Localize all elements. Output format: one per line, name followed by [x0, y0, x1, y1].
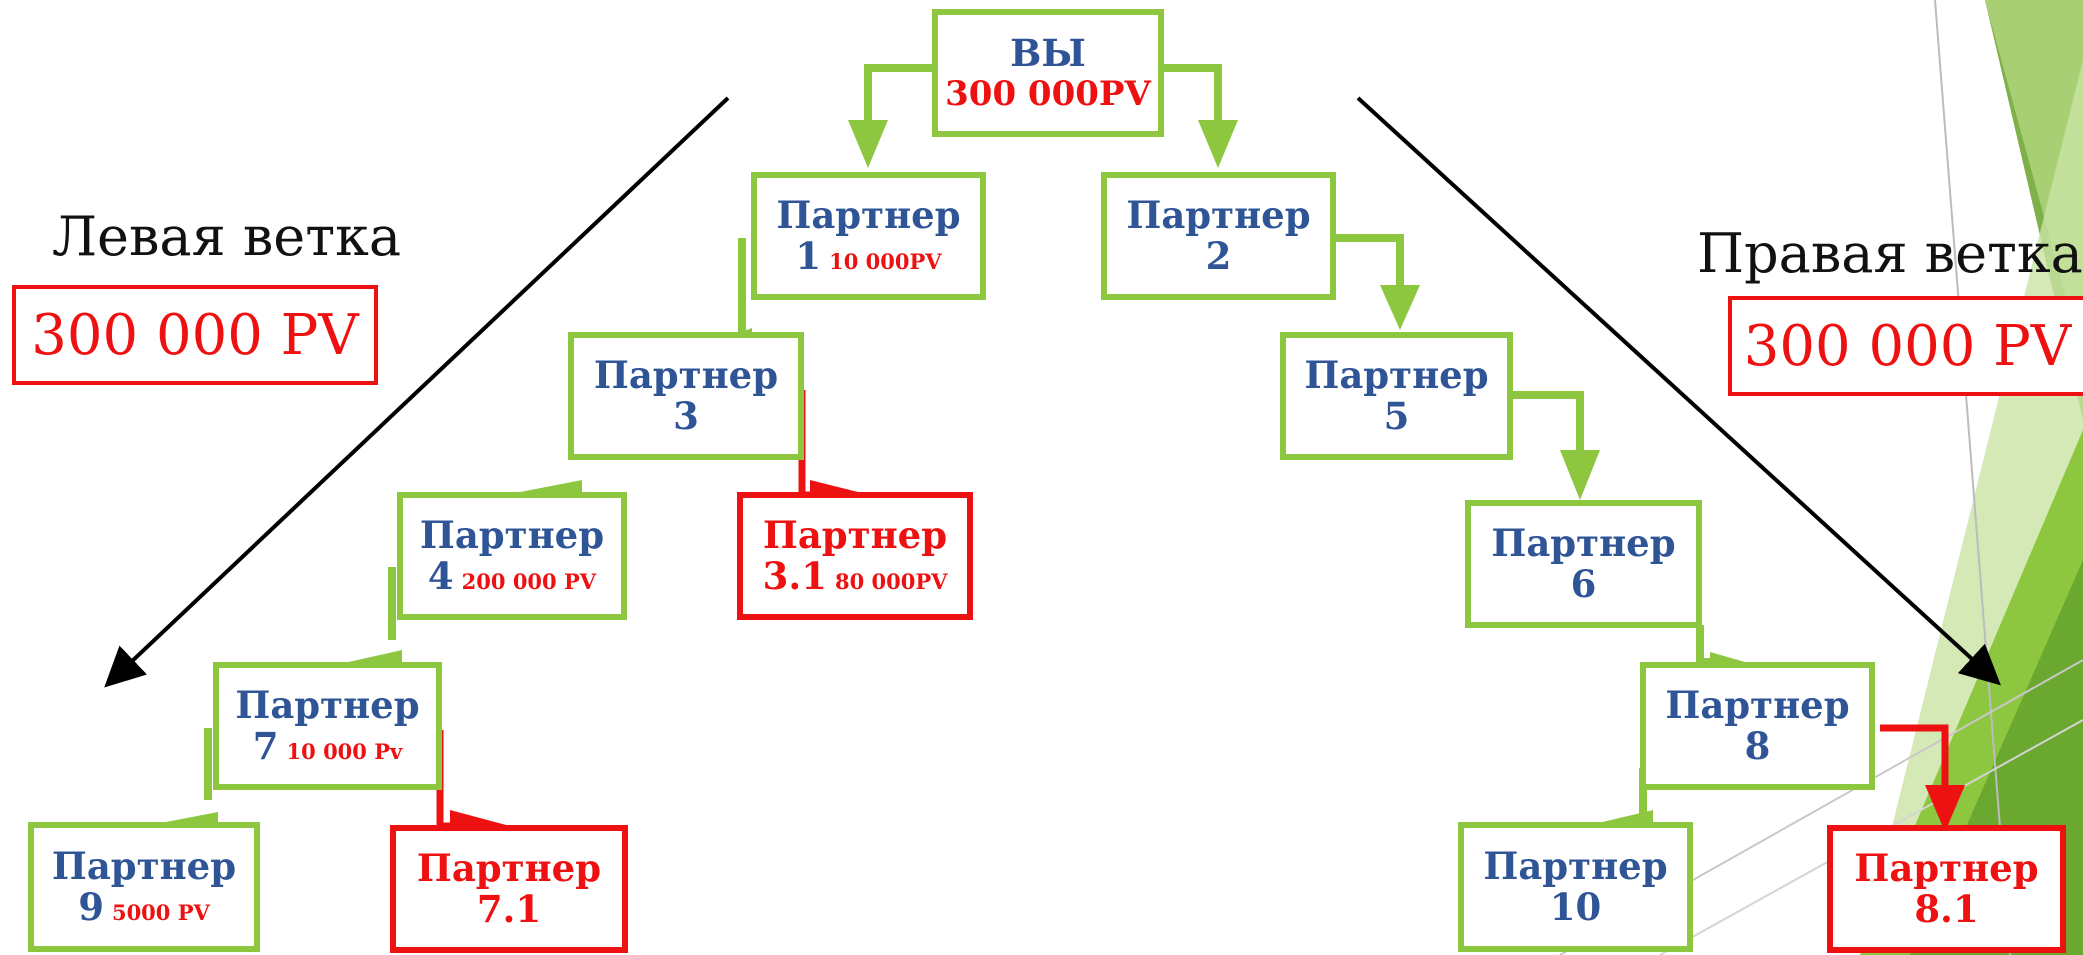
partner-number: 8 [1744, 724, 1771, 768]
partner-title: Партнер [593, 352, 779, 397]
root-label: ВЫ [1010, 31, 1086, 76]
partner-number: 10 [1549, 885, 1602, 929]
left-branch-arrow [104, 96, 730, 688]
partner-node-3: Партнер 3 [568, 332, 804, 460]
partner-title: Партнер [51, 843, 237, 888]
partner-number: 1 [795, 234, 822, 278]
partner-node-8: Партнер 8 [1640, 662, 1875, 790]
partner-node-1: Партнер 1 10 000PV [751, 172, 986, 300]
partner-number: 4 [427, 554, 454, 598]
partner-number: 7.1 [476, 887, 542, 931]
partner-number: 6 [1570, 562, 1597, 606]
partner-node-6: Партнер 6 [1465, 500, 1702, 628]
partner-title: Партнер [762, 512, 948, 557]
root-pv: 300 000PV [945, 73, 1151, 114]
partner-number: 3.1 [762, 554, 827, 598]
partner-title: Партнер [1126, 192, 1311, 237]
partner-title: Партнер [416, 845, 602, 890]
partner-pv: 200 000 PV [461, 569, 597, 594]
right-branch-total: 300 000 PV [1728, 296, 2083, 396]
partner-node-2: Партнер 2 [1101, 172, 1336, 300]
partner-title: Партнер [776, 192, 961, 237]
partner-node-8-1: Партнер 8.1 [1827, 825, 2066, 953]
partner-number: 8.1 [1914, 887, 1979, 931]
partner-title: Партнер [1854, 845, 2039, 890]
background-decoration [1559, 0, 2083, 955]
partner-number: 5 [1383, 394, 1410, 438]
partner-node-7: Партнер 7 10 000 Pv [213, 662, 442, 790]
right-branch-label: Правая ветка [1697, 222, 2083, 285]
partner-node-3-1: Партнер 3.1 80 000PV [737, 492, 973, 620]
partner-title: Партнер [419, 512, 605, 557]
partner-title: Партнер [1491, 520, 1676, 565]
partner-number: 7 [252, 724, 279, 768]
partner-node-7-1: Партнер 7.1 [390, 825, 628, 953]
partner-node-5: Партнер 5 [1280, 332, 1513, 460]
partner-node-10: Партнер 10 [1458, 822, 1693, 952]
partner-pv: 80 000PV [834, 569, 948, 594]
partner-pv: 5000 PV [111, 900, 210, 925]
partner-number: 9 [78, 885, 104, 929]
partner-pv: 10 000 Pv [286, 739, 403, 764]
partner-number: 3 [673, 394, 699, 438]
partner-title: Партнер [1304, 352, 1489, 397]
partner-node-4: Партнер 4 200 000 PV [397, 492, 627, 620]
partner-title: Партнер [1483, 843, 1668, 888]
left-branch-total: 300 000 PV [12, 285, 378, 385]
partner-node-9: Партнер 9 5000 PV [28, 822, 260, 952]
partner-number: 2 [1205, 234, 1232, 278]
partner-title: Партнер [1665, 682, 1850, 727]
partner-title: Партнер [235, 682, 420, 727]
partner-pv: 10 000PV [829, 249, 942, 274]
left-branch-label: Левая ветка [52, 205, 402, 268]
right-branch-arrow [1356, 96, 2001, 686]
root-node: ВЫ 300 000PV [932, 9, 1164, 137]
